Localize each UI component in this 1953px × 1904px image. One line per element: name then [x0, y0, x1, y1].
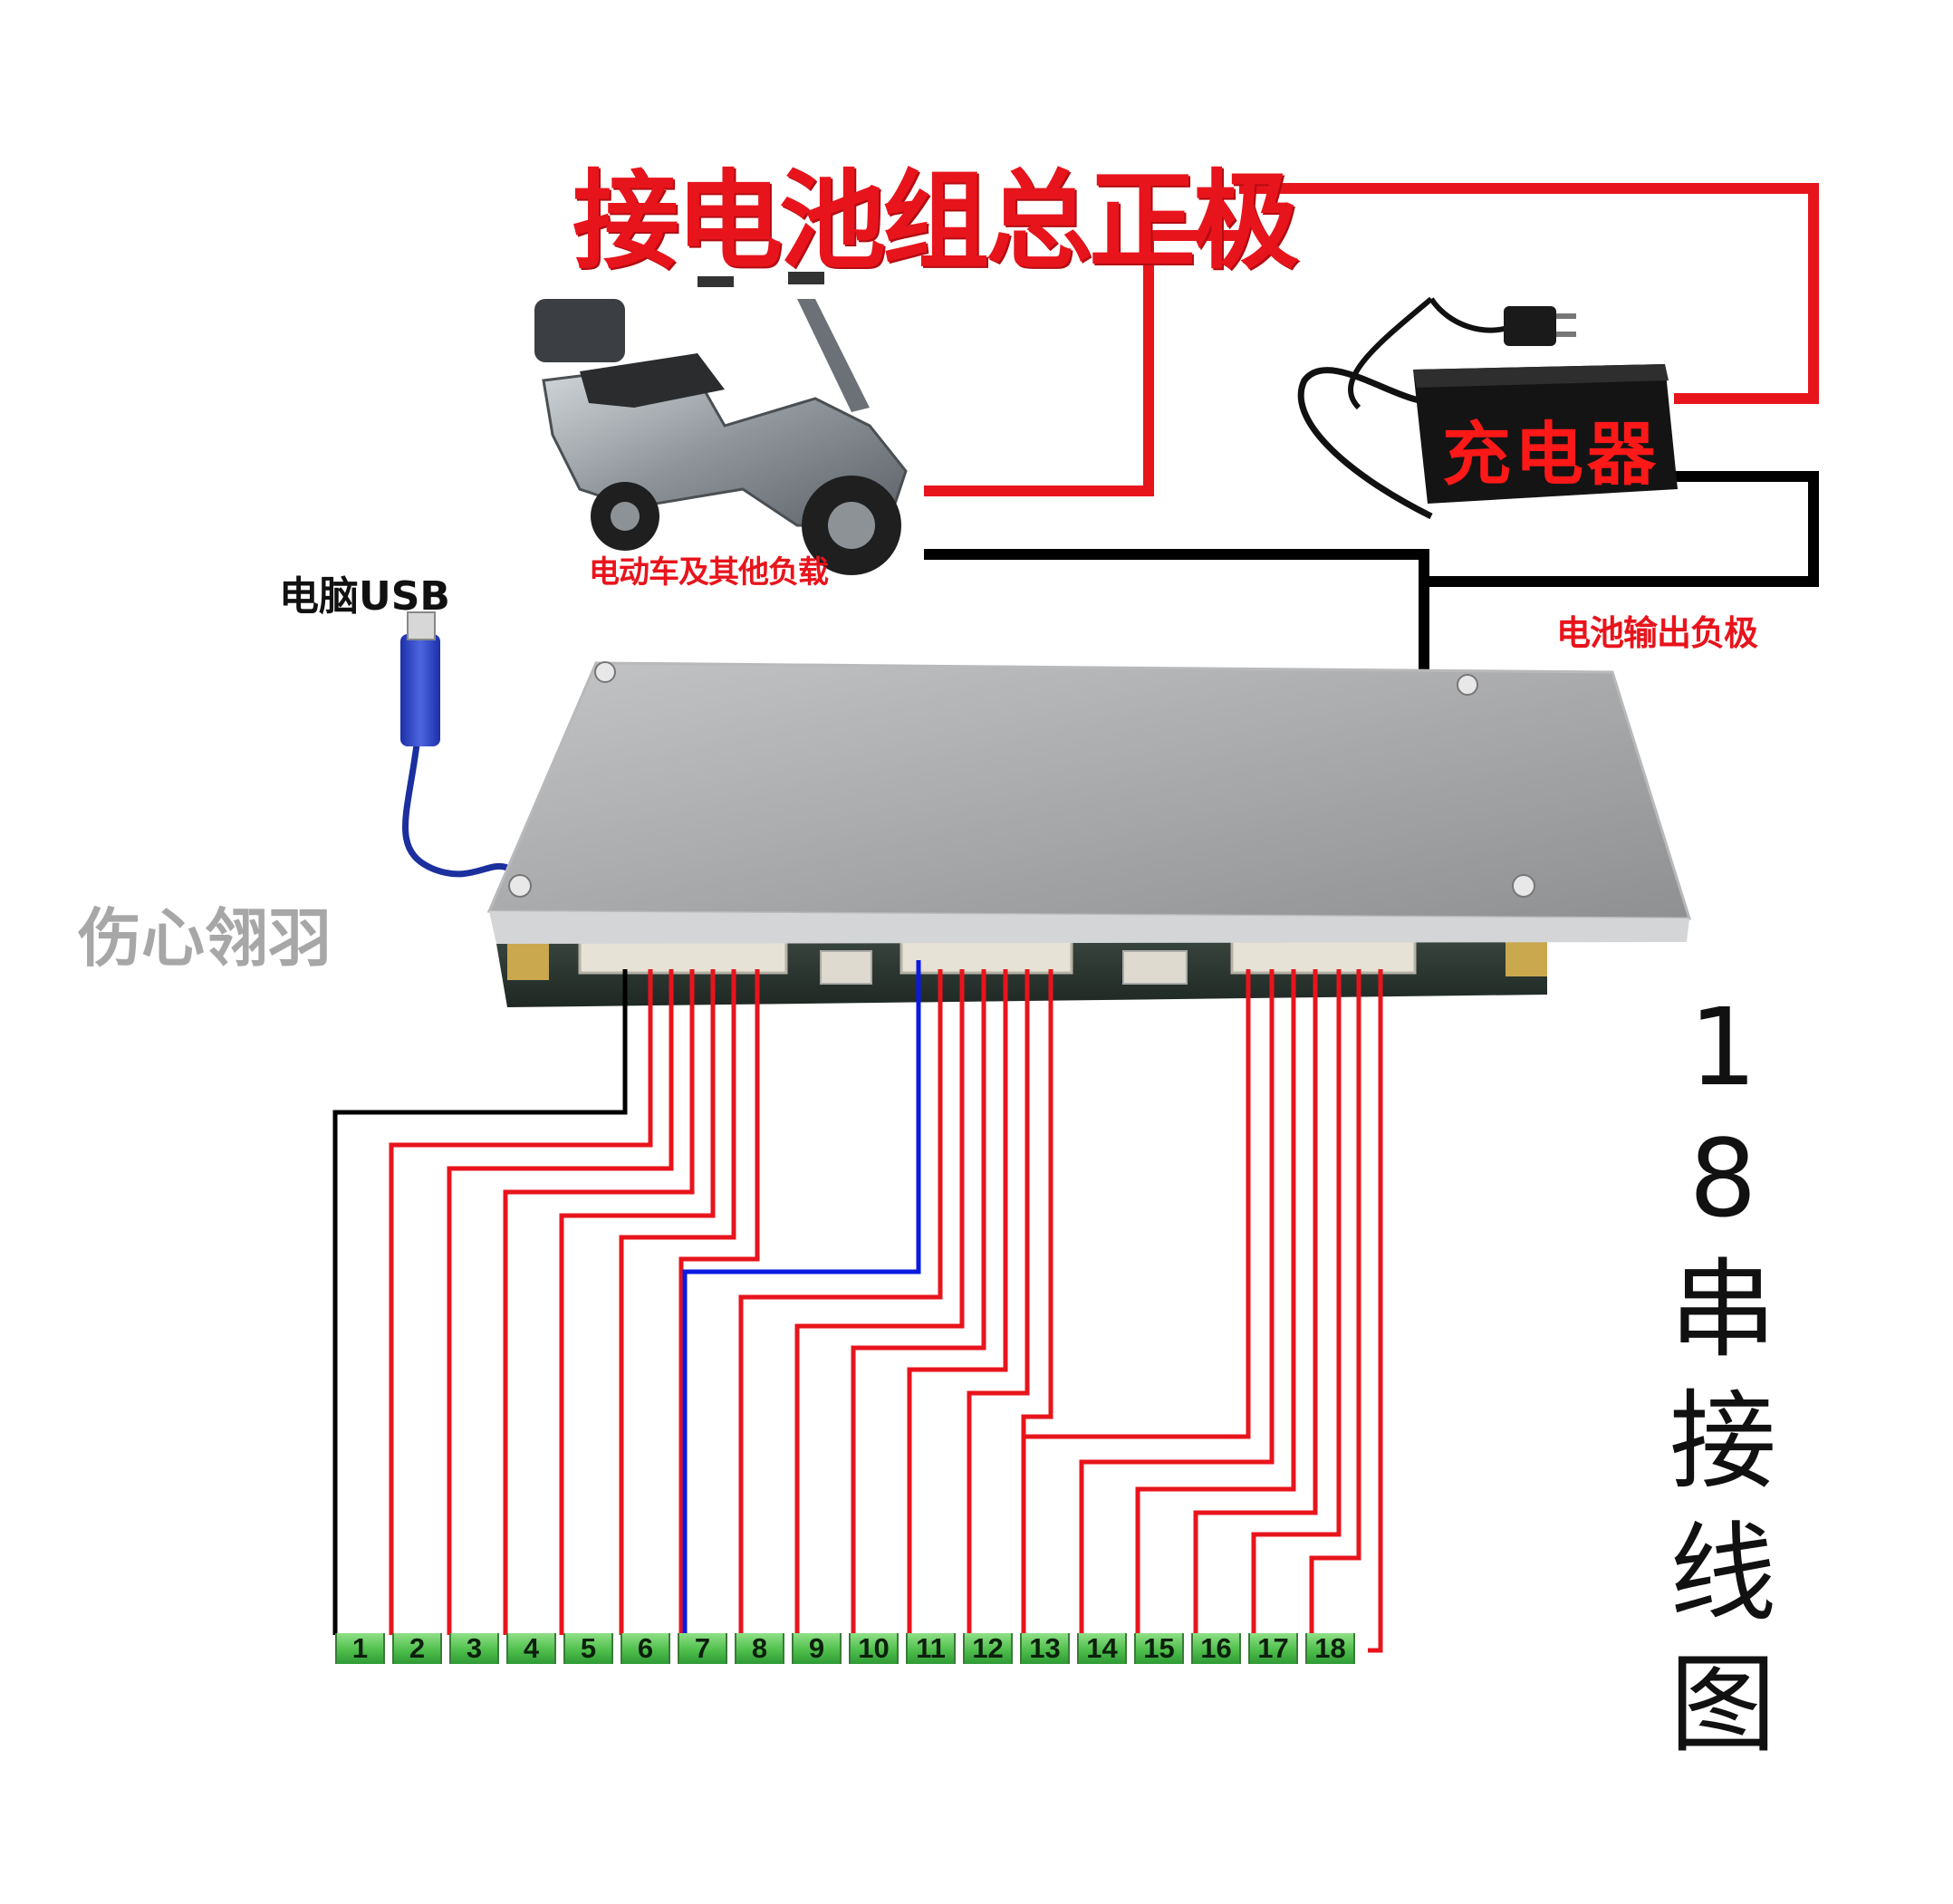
usb-plug-icon: [400, 611, 509, 878]
wire-5: [559, 969, 716, 1635]
terminal-12: 12: [963, 1633, 1013, 1664]
terminal-2: 2: [392, 1633, 442, 1664]
terminal-9: 9: [792, 1633, 842, 1664]
diagram-title: 18串接线图: [1669, 985, 1776, 1767]
wire-4: [503, 969, 695, 1635]
wire-14: [1021, 969, 1251, 1635]
wire-12: [967, 969, 1030, 1635]
wire-7: [678, 969, 760, 1635]
load-label: 电动车及其他负载: [589, 554, 829, 591]
wire-9: [794, 969, 965, 1635]
wire-8: [738, 969, 943, 1635]
scooter-icon: [534, 272, 908, 575]
wire-19: [1309, 969, 1361, 1635]
wire-temp: [682, 960, 921, 1635]
wire-10: [851, 969, 986, 1635]
negative-output-wire: [924, 471, 1819, 672]
terminal-3: 3: [449, 1633, 499, 1664]
wire-16: [1135, 969, 1296, 1635]
terminal-10: 10: [849, 1633, 899, 1664]
charger-label: 充电器: [1442, 414, 1660, 495]
wire-b-minus: [332, 969, 628, 1635]
wire-b-plus: [1368, 969, 1383, 1653]
wire-11: [907, 969, 1008, 1635]
positive-terminal-title: 接电池组总正极: [572, 158, 1299, 284]
terminal-4: 4: [506, 1633, 556, 1664]
terminal-13: 13: [1020, 1633, 1070, 1664]
terminal-6: 6: [621, 1633, 670, 1664]
terminal-18: 18: [1305, 1633, 1355, 1664]
wire-18: [1251, 969, 1342, 1635]
terminal-1: 1: [335, 1633, 385, 1664]
bms-board-icon: [486, 661, 1692, 1007]
wire-3: [447, 969, 674, 1635]
wire-6: [619, 969, 736, 1635]
watermark: 伤心翎羽: [78, 900, 332, 976]
terminal-14: 14: [1077, 1633, 1127, 1664]
sense-wires: [332, 960, 1383, 1653]
wire-15: [1079, 969, 1275, 1635]
terminal-8: 8: [735, 1633, 784, 1664]
terminal-16: 16: [1191, 1633, 1241, 1664]
negative-output-label: 电池输出负极: [1556, 613, 1758, 653]
terminal-11: 11: [906, 1633, 956, 1664]
charger-icon: [1297, 296, 1678, 520]
terminal-5: 5: [563, 1633, 613, 1664]
terminal-7: 7: [678, 1633, 727, 1664]
usb-label: 电脑USB: [279, 573, 450, 620]
wire-2: [389, 969, 653, 1635]
positive-main-wire: [924, 183, 1819, 496]
terminal-17: 17: [1248, 1633, 1298, 1664]
wire-17: [1193, 969, 1318, 1635]
terminal-15: 15: [1134, 1633, 1184, 1664]
